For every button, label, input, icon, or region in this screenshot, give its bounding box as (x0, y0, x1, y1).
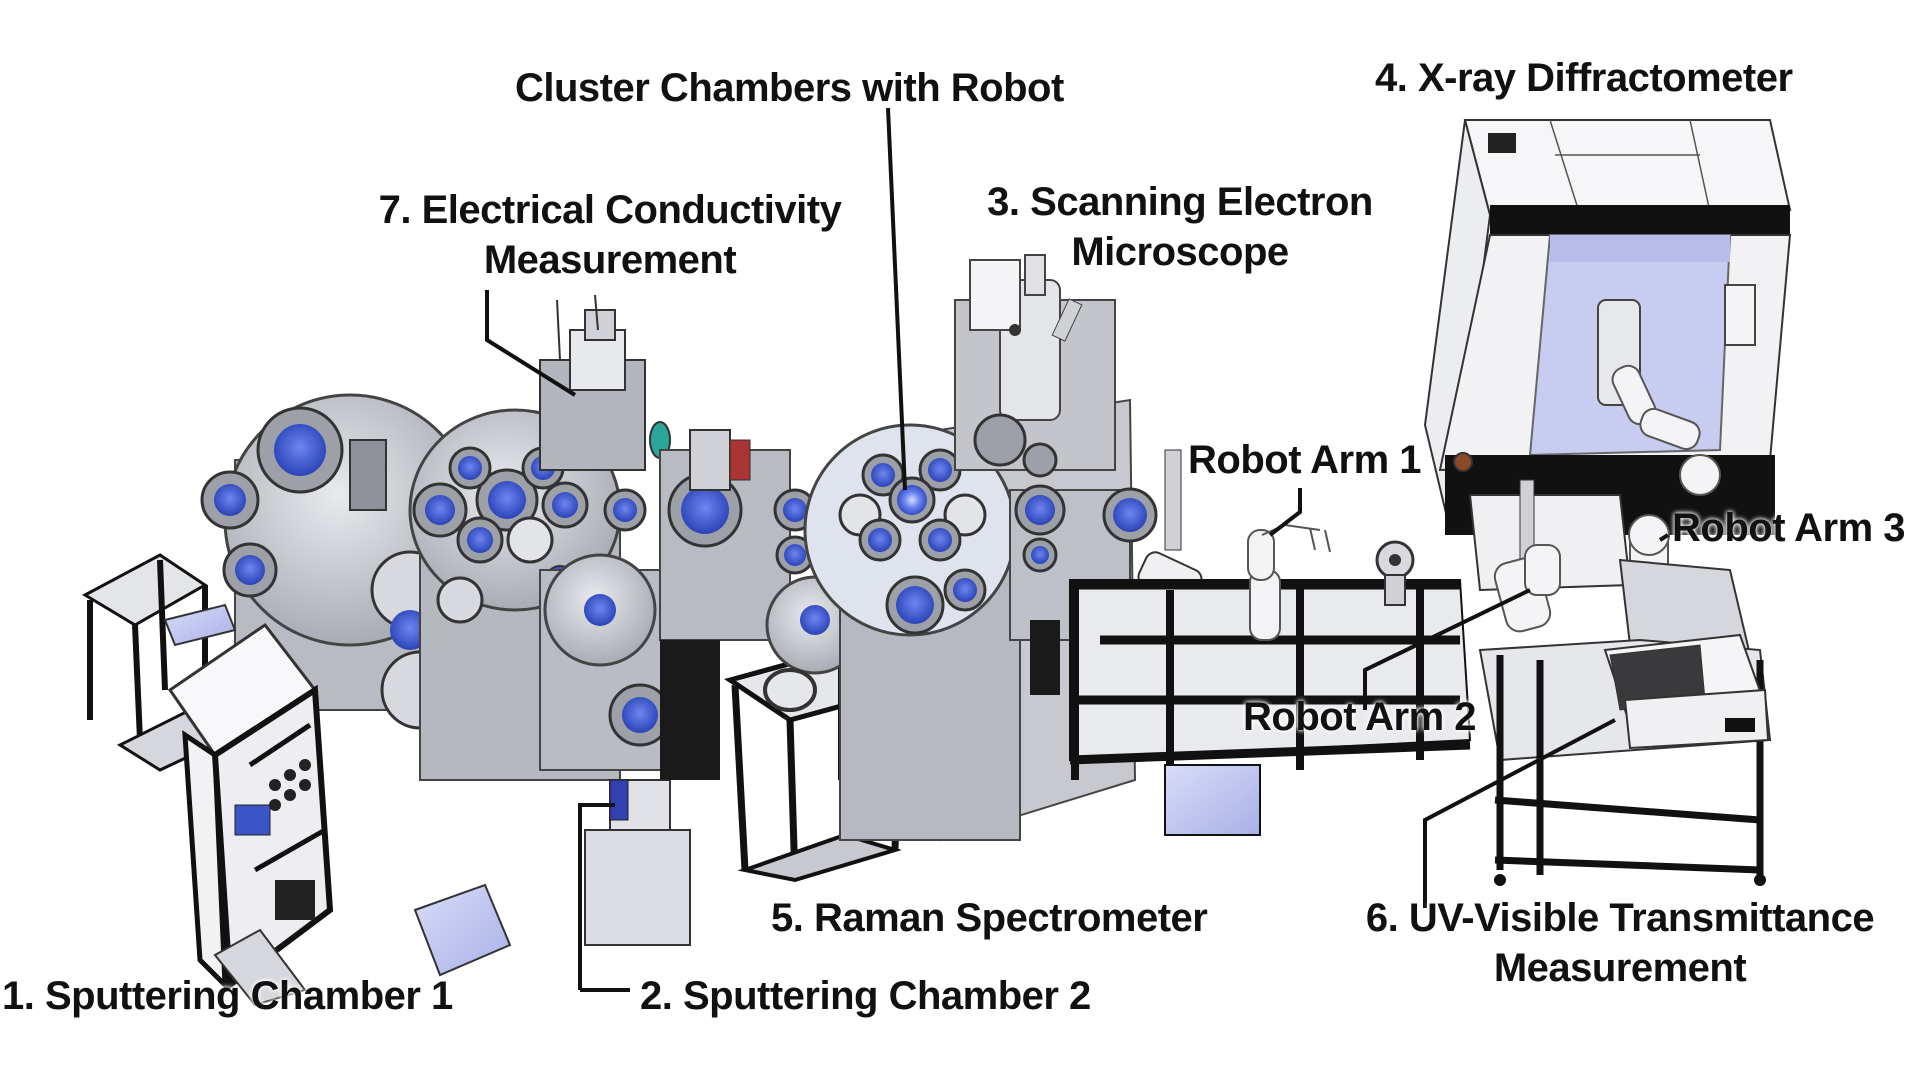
label-cluster-chambers: Cluster Chambers with Robot (515, 66, 1064, 110)
label-raman-spectrometer: 5. Raman Spectrometer (771, 896, 1208, 940)
label-sem-line1: 3. Scanning Electron (987, 180, 1373, 224)
label-electrical-conductivity-line2: Measurement (483, 238, 737, 282)
robot-arm-1 (1247, 523, 1331, 641)
electrical-conductivity-module (539, 294, 671, 471)
leader-uv-vis (1423, 718, 1616, 908)
label-sem-line2: Microscope (1071, 230, 1289, 274)
transfer-chamber (603, 429, 817, 780)
x-ray-diffractometer (1423, 119, 1792, 535)
label-uv-visible-transmittance: 6. UV-Visible Transmittance Measurement (1335, 893, 1905, 993)
label-robot-arm-3: Robot Arm 3 (1672, 506, 1906, 550)
label-uv-vis-line1: 6. UV-Visible Transmittance (1365, 896, 1875, 940)
leader-robot-arm-3 (1658, 533, 1670, 542)
sputtering-chamber-1-rack (167, 622, 512, 1007)
label-electrical-conductivity: 7. Electrical Conductivity Measurement (350, 185, 870, 285)
label-sputtering-chamber-1: 1. Sputtering Chamber 1 (2, 974, 453, 1018)
leader-lines (485, 107, 1670, 992)
label-sputtering-chamber-2: 2. Sputtering Chamber 2 (640, 974, 1091, 1018)
label-scanning-electron-microscope: 3. Scanning Electron Microscope (950, 177, 1410, 277)
label-uv-vis-line2: Measurement (1493, 946, 1747, 990)
leader-cluster (886, 107, 907, 491)
scanning-electron-microscope (954, 254, 1116, 478)
sputtering-chamber-2 (539, 553, 691, 946)
label-x-ray-diffractometer: 4. X-ray Diffractometer (1375, 56, 1793, 100)
leader-robot-arm-2 (1363, 588, 1531, 710)
label-electrical-conductivity-line1: 7. Electrical Conductivity (378, 188, 842, 232)
vacuum-pump-module (163, 603, 237, 647)
leader-robot-arm-1 (1268, 488, 1302, 537)
sample-carousel (1375, 540, 1415, 606)
label-robot-arm-2: Robot Arm 2 (1243, 695, 1477, 739)
leader-sputter-2 (578, 803, 615, 990)
leader-conductivity (485, 290, 577, 397)
uv-vis-spectrometer (1603, 633, 1770, 750)
label-robot-arm-1: Robot Arm 1 (1188, 438, 1422, 482)
